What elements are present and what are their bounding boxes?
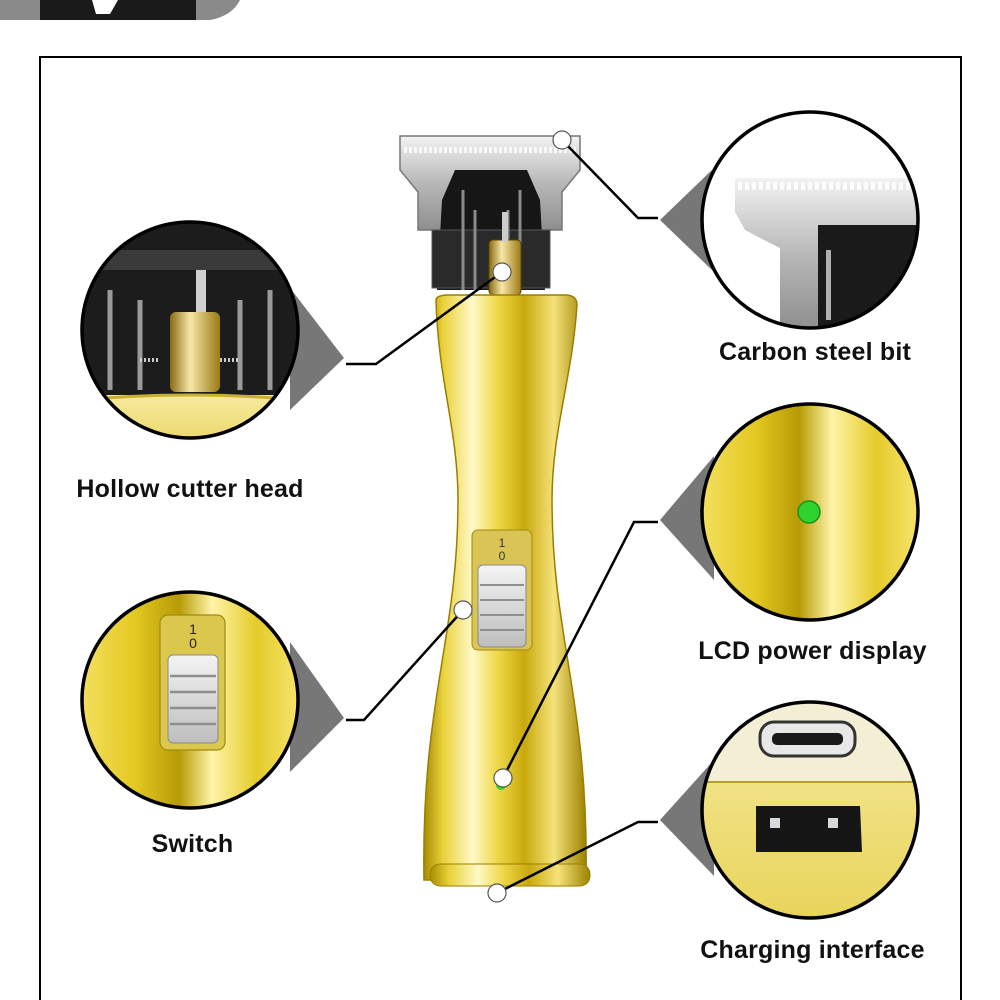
label-hollow-cutter-head: Hollow cutter head [76,475,304,503]
zoom-circle-charging-interface [700,700,920,920]
zoom-circle-carbon-steel-bit [700,110,920,330]
content-frame [39,56,962,1000]
zoom-circle-switch: 1 0 [80,590,300,810]
zoom-circle-lcd-power-display [700,402,920,622]
callout-lines [346,139,658,895]
label-carbon-steel-bit: Carbon steel bit [718,338,912,366]
trimmer-illustration: 1 0 [399,135,591,887]
switch-mark-top: 1 [499,536,506,550]
led-indicator-icon [797,500,821,524]
label-switch: Switch [151,830,234,858]
label-charging-interface: Charging interface [700,936,925,964]
corner-tab [0,0,240,20]
switch-mark-bottom: 0 [499,549,506,563]
switch-zoom-mark-top: 1 [189,621,197,637]
callout-wedges [290,168,714,876]
zoom-circle-hollow-cutter-head [80,220,300,440]
anchor-dots [453,130,572,903]
label-lcd-power-display: LCD power display [698,637,927,665]
switch-zoom-mark-bottom: 0 [189,635,197,651]
